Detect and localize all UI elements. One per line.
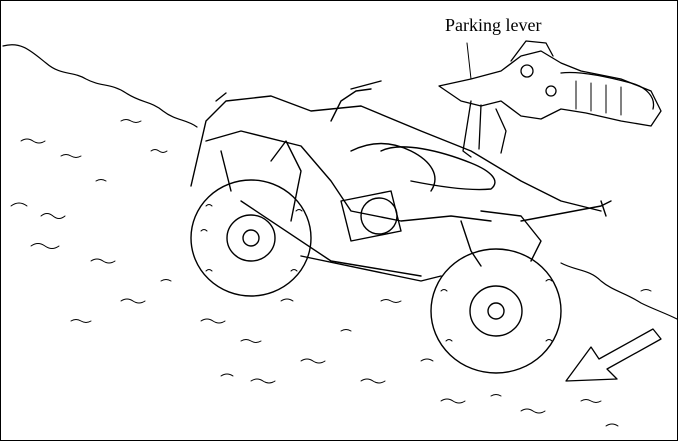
atv-body <box>191 81 611 281</box>
hill-contour <box>3 45 197 127</box>
callout-leader <box>467 43 471 79</box>
hill-contour-lower <box>561 263 677 319</box>
parking-lever-inset <box>439 41 661 157</box>
front-wheel <box>191 180 311 296</box>
rear-wheel <box>431 249 561 373</box>
terrain-texture <box>11 120 651 427</box>
downhill-arrow-icon <box>566 329 661 381</box>
